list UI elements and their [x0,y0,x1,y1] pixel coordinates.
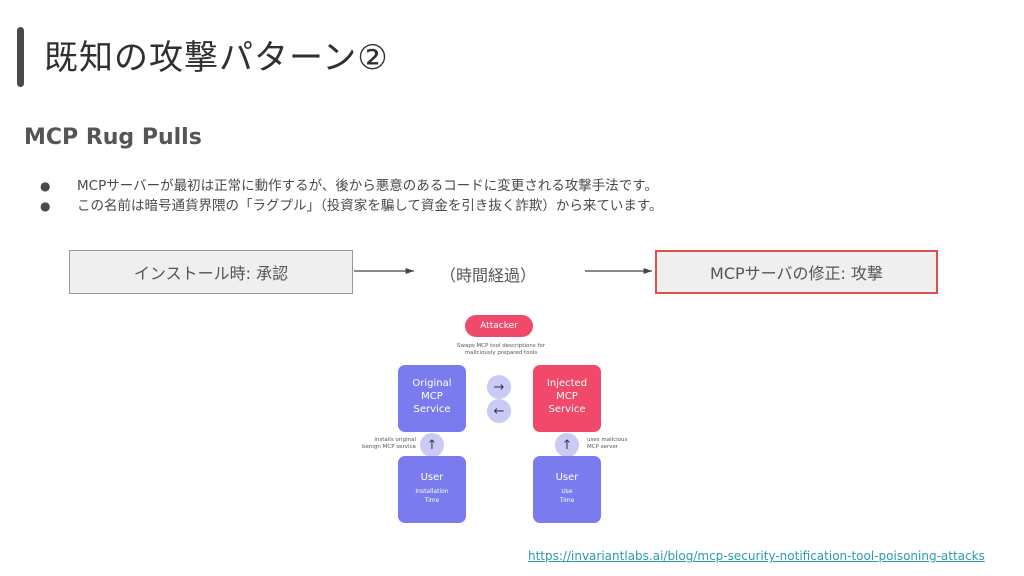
user-sub: Installation Time [398,487,466,505]
attacker-note-line: Swaps MCP tool descriptions for [456,343,546,349]
card-line: Service [548,404,586,415]
bullet-text: MCPサーバーが最初は正常に動作するが、後から悪意のあるコードに変更される攻撃手… [77,178,658,194]
time-elapsed-label: （時間経過） [440,266,537,285]
arrow-left-icon: ← [487,399,511,423]
original-mcp-service-card: Original MCP Service [398,365,466,432]
bullet-dot: ● [40,199,51,213]
title-accent-bar [17,27,24,87]
attacker-note: Swaps MCP tool descriptions for maliciou… [455,343,547,357]
card-line: Service [413,404,451,415]
user-title: User [420,472,444,483]
note-line: MCP server [587,444,619,450]
install-approval-box: インストール時: 承認 [69,250,353,294]
bullet-dot: ● [40,179,51,193]
note-line: benign MCP service [362,444,416,450]
note-line: installs original [374,437,416,443]
user-sub-line: Use [561,488,573,495]
user-sub: Use Time [533,487,601,505]
card-line: Injected [546,378,588,389]
user-use-time-card: User Use Time [533,456,601,523]
install-approval-label: インストール時: 承認 [133,264,289,283]
arrow-right-icon: → [487,375,511,399]
server-modified-label: MCPサーバの修正: 攻撃 [710,264,883,283]
bullet-text: この名前は暗号通貨界隈の「ラグプル」（投資家を騙して資金を引き抜く詐欺）から来て… [77,198,663,214]
user-installation-time-card: User Installation Time [398,456,466,523]
arrow-up-icon: ↑ [420,433,444,457]
section-subtitle: MCP Rug Pulls [24,125,202,150]
injected-mcp-service-card: Injected MCP Service [533,365,601,432]
attacker-note-line: maliciously prepared tools [464,350,538,356]
card-line: Original [412,378,452,389]
card-line: MCP [556,391,578,402]
bullet-item: ● MCPサーバーが最初は正常に動作するが、後から悪意のあるコードに変更される攻… [40,176,663,196]
page-title: 既知の攻撃パターン② [44,38,389,78]
bullet-item: ● この名前は暗号通貨界隈の「ラグプル」（投資家を騙して資金を引き抜く詐欺）から… [40,196,663,216]
left-install-note: installs original benign MCP service [356,437,416,451]
user-sub-line: Installation [415,488,449,495]
note-line: uses malicious [587,437,628,443]
user-title: User [555,472,579,483]
right-use-note: uses malicious MCP server [587,437,647,451]
user-sub-line: Time [424,497,440,504]
server-modified-attack-box: MCPサーバの修正: 攻撃 [655,250,938,294]
arrow-up-icon: ↑ [555,433,579,457]
attacker-badge: Attacker [465,315,533,337]
bullet-list: ● MCPサーバーが最初は正常に動作するが、後から悪意のあるコードに変更される攻… [40,176,663,216]
card-line: MCP [421,391,443,402]
source-link[interactable]: https://invariantlabs.ai/blog/mcp-securi… [528,549,985,563]
user-sub-line: Time [559,497,575,504]
